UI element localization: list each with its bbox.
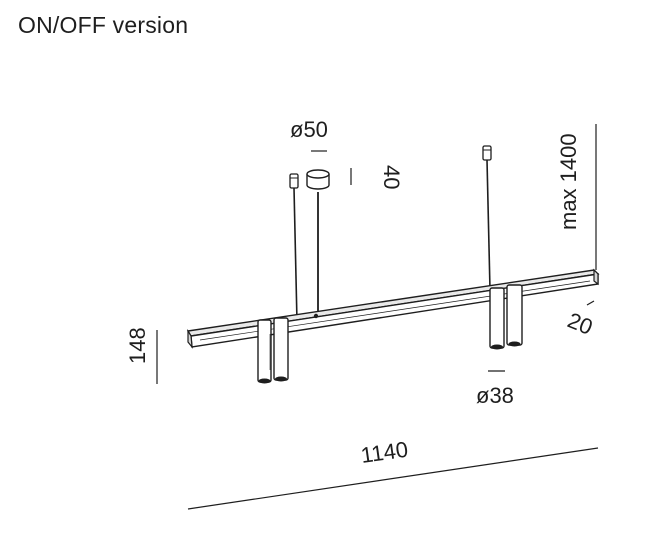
page-title: ON/OFF version bbox=[18, 12, 189, 38]
max-suspension-label: max 1400 bbox=[556, 133, 581, 230]
cable-gripper-left bbox=[289, 173, 299, 189]
spot-group-right bbox=[489, 284, 523, 350]
dimension-lines bbox=[156, 124, 599, 510]
linear-profile bbox=[186, 268, 600, 349]
total-length-label: 1140 bbox=[359, 437, 409, 468]
profile-depth-line bbox=[586, 300, 595, 306]
cable-gripper-right bbox=[482, 145, 492, 161]
canopy bbox=[306, 169, 330, 190]
canopy-height-label: 40 bbox=[379, 165, 404, 189]
total-length-line bbox=[187, 447, 599, 510]
spot-height-label: 148 bbox=[125, 327, 150, 364]
spot-group-left bbox=[257, 317, 289, 384]
suspension-cables bbox=[293, 159, 491, 323]
profile-depth-label: 20 bbox=[564, 307, 596, 339]
spot-diameter-label: ø38 bbox=[476, 383, 514, 408]
canopy-diameter-label: ø50 bbox=[290, 117, 328, 142]
